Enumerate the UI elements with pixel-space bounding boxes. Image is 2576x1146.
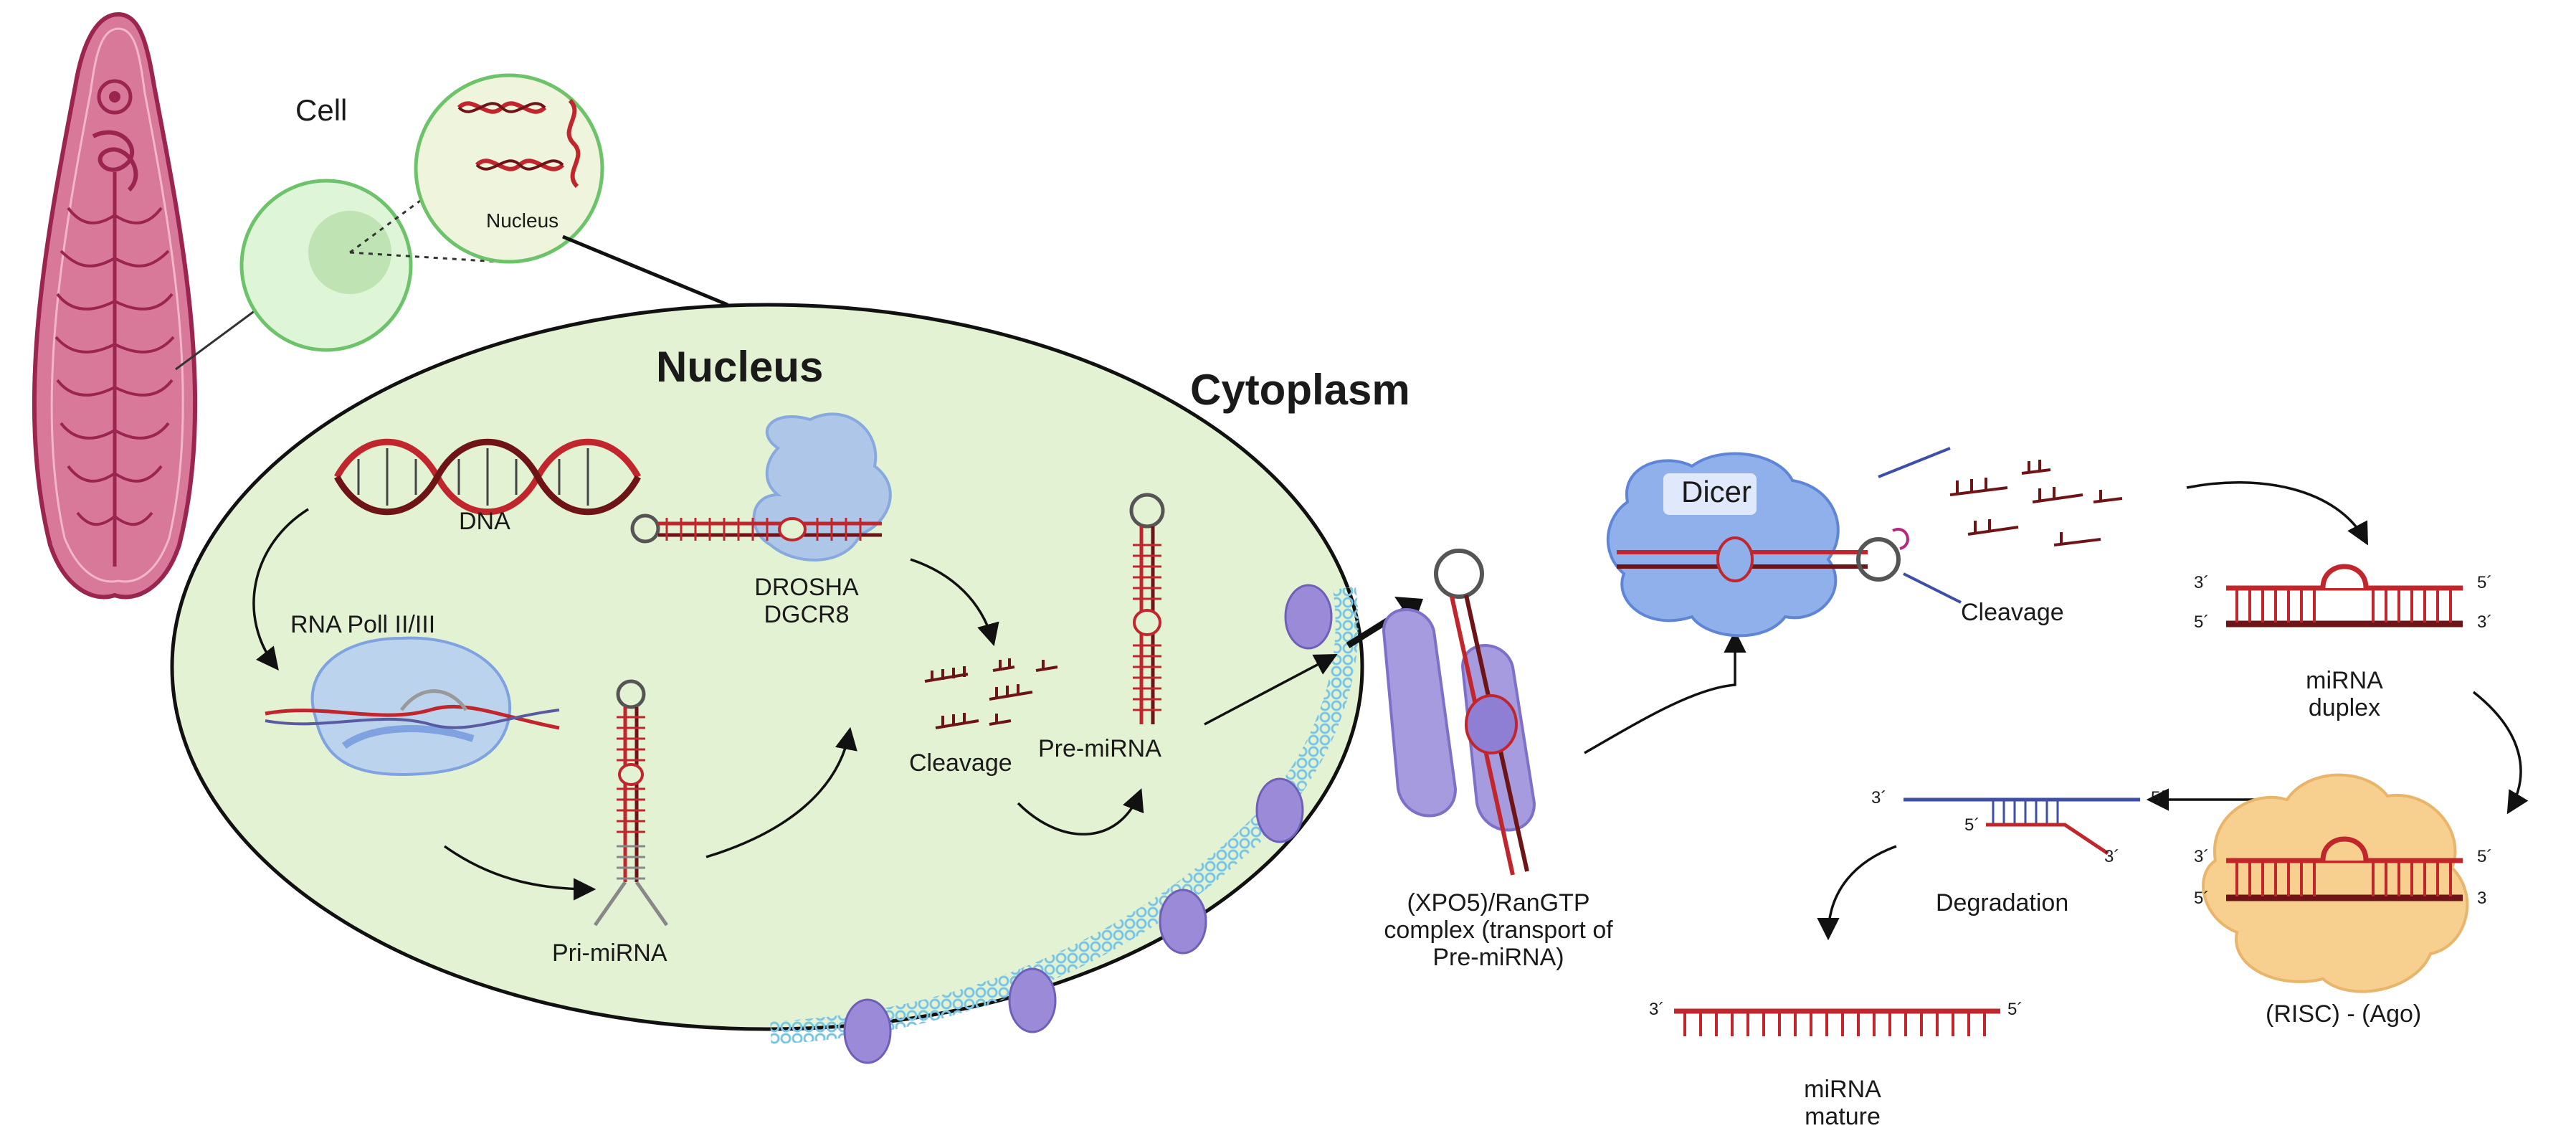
risc-top-right-end: 5´ (2477, 847, 2493, 866)
cleavage-nucleus-label: Cleavage (909, 749, 1012, 777)
pre-mirna-label: Pre-miRNA (1038, 735, 1161, 762)
xpo5-ranGTP-transporter (1382, 549, 1536, 876)
risc-bottom-right-end: 3 (2477, 889, 2487, 908)
mirna-duplex (2226, 564, 2463, 628)
degradation-left-end: 3´ (1871, 788, 1887, 808)
mirna-mature-label: miRNA mature (1804, 1076, 1881, 1131)
risc-ago-complex (2202, 773, 2469, 993)
dicer-complex (1606, 452, 1901, 638)
mature-left-end: 3´ (1649, 1000, 1665, 1019)
rna-pol-label: RNA Poll II/III (290, 611, 436, 638)
nucleus-compartment (170, 303, 1364, 1031)
degradation-label: Degradation (1936, 889, 2069, 917)
cleavage-fragments-cytoplasm (1878, 447, 2123, 604)
pre-mirna-hairpin-nucleus (1129, 493, 1165, 724)
cleavage-cytoplasm-label: Cleavage (1961, 599, 2064, 626)
mature-right-end: 5´ (2007, 1000, 2023, 1019)
drosha-dgcr8-label: DROSHA DGCR8 (754, 574, 859, 629)
cell-label: Cell (295, 93, 348, 127)
dna-label: DNA (459, 508, 510, 535)
mature-mirna (1674, 1008, 2000, 1036)
dna-helix (334, 438, 641, 516)
cell-illustration (239, 179, 413, 352)
duplex-top-right-end: 5´ (2477, 573, 2493, 592)
duplex-bottom-left-end: 5´ (2194, 612, 2210, 632)
xpo5-label: (XPO5)/RanGTP complex (transport of Pre-… (1384, 889, 1613, 972)
cytoplasm-title: Cytoplasm (1190, 366, 1410, 414)
degradation-inner-left-end: 5´ (1964, 815, 1980, 835)
process-arrows (252, 481, 2529, 941)
rna-polymerase (265, 636, 560, 777)
nucleus-title: Nucleus (656, 343, 824, 391)
nuclear-pores (843, 584, 1333, 1064)
duplex-bottom-right-end: 3´ (2477, 612, 2493, 632)
flatworm-illustration (32, 11, 198, 600)
dicer-label: Dicer (1681, 475, 1752, 508)
risc-top-left-end: 3´ (2194, 847, 2210, 866)
nucleus-inset-label: Nucleus (486, 209, 559, 232)
duplex-top-left-end: 3´ (2194, 573, 2210, 592)
nuclear-membrane (770, 586, 1359, 1044)
risc-ago-label: (RISC) - (Ago) (2266, 1000, 2422, 1028)
risc-bottom-left-end: 5´ (2194, 889, 2210, 908)
drosha-dgcr8-complex (630, 412, 892, 562)
nucleus-inset (414, 73, 604, 264)
degradation-strands (1904, 797, 2140, 856)
degradation-inner-right-end: 3´ (2104, 847, 2120, 866)
mirna-duplex-label: miRNA duplex (2306, 667, 2383, 722)
pri-mirna-label: Pri-miRNA (552, 939, 667, 967)
degradation-right-end: 5´ (2151, 788, 2167, 808)
cleavage-fragments-nucleus (924, 658, 1058, 729)
pri-mirna-hairpin (593, 679, 669, 927)
